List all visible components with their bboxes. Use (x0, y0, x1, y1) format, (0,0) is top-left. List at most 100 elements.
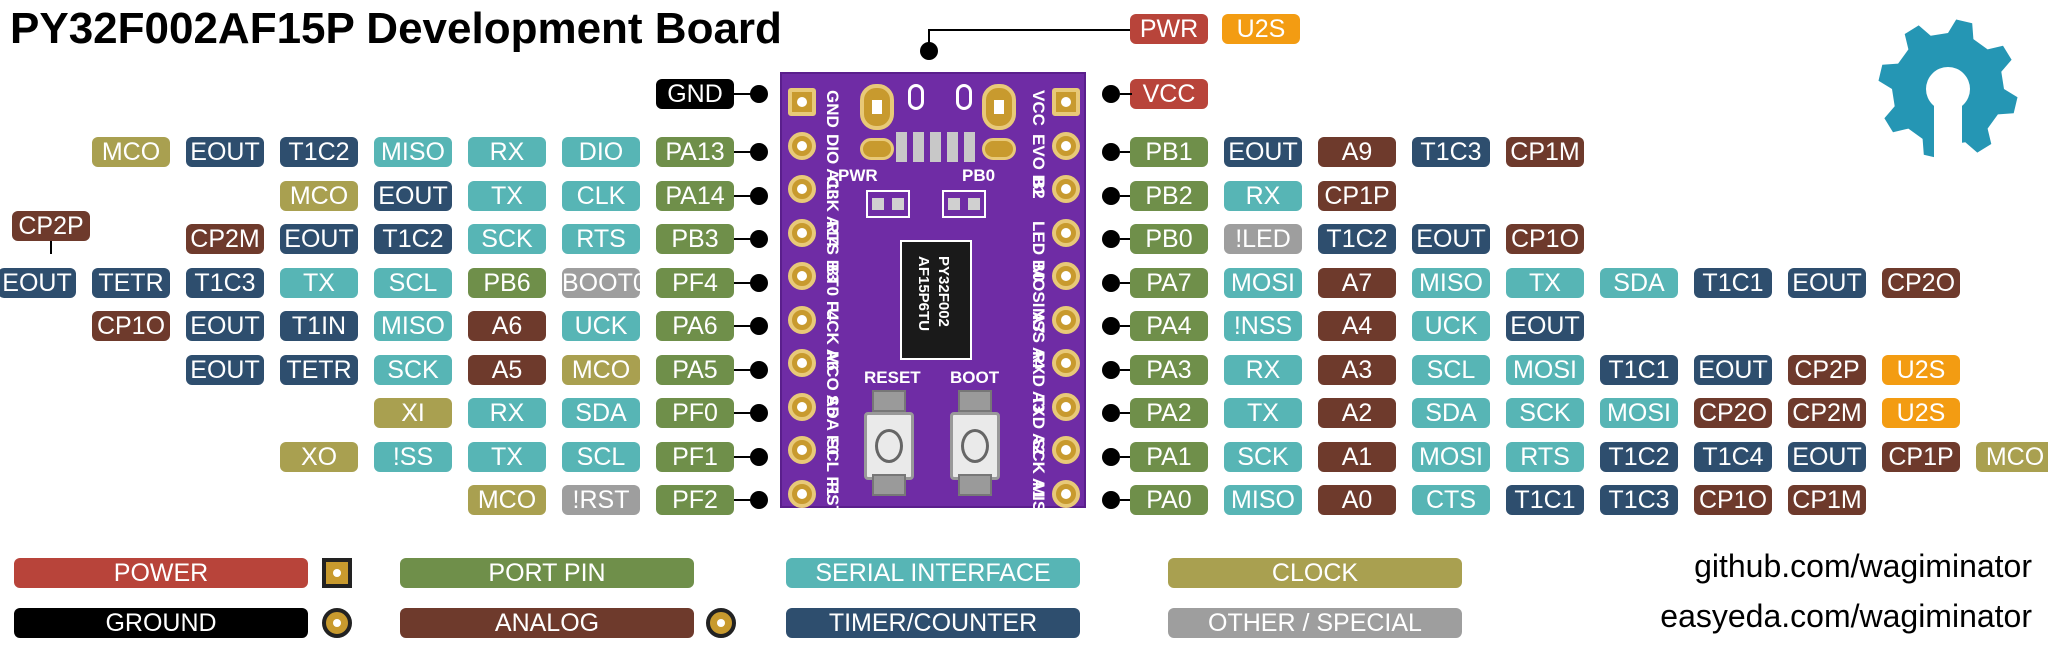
pin-label-a4: A4 (1318, 311, 1396, 341)
pin-label-mco: MCO (280, 180, 358, 211)
legend-timer-counter: TIMER/COUNTER (786, 608, 1080, 638)
pin-label-mosi: MOSI (1224, 267, 1302, 298)
legend-analog: ANALOG (400, 608, 694, 638)
pin-label-clk: CLK (562, 180, 640, 211)
silk-pb0: PB0 (962, 166, 996, 185)
right-dot-4 (1102, 317, 1120, 335)
pin-label-scl: SCL (374, 267, 452, 298)
pin-label-cp2p: CP2P (12, 211, 90, 241)
pin-label-pa6: PA6 (656, 311, 734, 341)
legend-power: POWER (14, 558, 308, 588)
pin-label-eout: EOUT (1788, 267, 1866, 298)
right-dot-7 (1102, 447, 1120, 466)
left-pin-pad-7 (788, 392, 816, 421)
usb-oval-pad-right (982, 138, 1016, 160)
pin-label-tx: TX (468, 441, 546, 472)
right-pin-pad-3 (1052, 218, 1080, 247)
pin-label-pa2: PA2 (1130, 398, 1208, 428)
pin-label-eout: EOUT (186, 137, 264, 167)
pin-label-cp2m: CP2M (1788, 398, 1866, 428)
pin-label-t1c1: T1C1 (1506, 485, 1584, 515)
pin-label-cp1o: CP1O (1506, 224, 1584, 254)
easyeda-link[interactable]: easyeda.com/wagiminator (1660, 598, 2032, 634)
pin-label-rts: RTS (562, 224, 640, 254)
left-dot-2 (750, 230, 768, 248)
gear-notch (1934, 99, 1962, 164)
pin-label-miso: MISO (1412, 267, 1490, 298)
pin-label-xo: XO (280, 441, 358, 472)
right-leader-7 (1120, 455, 1132, 458)
reset-button[interactable] (864, 412, 914, 480)
pin-label-pb0: PB0 (1130, 224, 1208, 254)
right-dot-0 (1102, 143, 1120, 161)
pin-label-pa0: PA0 (1130, 485, 1208, 515)
pin-label-pa14: PA14 (656, 180, 734, 211)
right-pin-pad-7 (1052, 392, 1080, 421)
pin-label-a7: A7 (1318, 267, 1396, 298)
pin-label-eout: EOUT (374, 180, 452, 211)
right-pin-pad-5 (1052, 305, 1080, 334)
left-leader-2 (734, 238, 754, 240)
left-pin-pad-4 (788, 262, 816, 290)
right-leader-4 (1120, 325, 1132, 327)
silk-left-9: RST F2 (823, 481, 842, 541)
pin-label-pf2: PF2 (656, 485, 734, 515)
pin-label-pa13: PA13 (656, 137, 734, 167)
right-dot-3 (1102, 273, 1120, 292)
right-pin-pad-4 (1052, 262, 1080, 290)
cp2p-connector (50, 241, 52, 254)
pin-label-tx: TX (280, 267, 358, 298)
left-pin-pad-1 (788, 131, 816, 160)
left-dot-0 (750, 143, 768, 161)
pin-label-cp1o: CP1O (92, 311, 170, 341)
reset-button-pad-top (872, 390, 906, 412)
right-dot-6 (1102, 404, 1120, 422)
pin-label-cp2m: CP2M (186, 224, 264, 254)
pin-label-miso: MISO (374, 137, 452, 167)
pin-label-dio: DIO (562, 137, 640, 167)
usb-connector (852, 74, 1018, 162)
pin-label-cp1p: CP1P (1882, 441, 1960, 472)
usb-shield-pad-right (982, 84, 1016, 130)
left-leader-7 (734, 455, 754, 458)
boot-button-pad-bottom (958, 474, 992, 496)
github-link[interactable]: github.com/wagiminator (1694, 548, 2032, 584)
pin-label-miso: MISO (1224, 485, 1302, 515)
pin-label-t1c1: T1C1 (1600, 354, 1678, 385)
pin-label-eout: EOUT (1788, 441, 1866, 472)
left-leader-1 (734, 194, 754, 197)
pin-label-sck: SCK (374, 354, 452, 385)
pin-label-a1: A1 (1318, 441, 1396, 472)
silk-right-2: B2 (1029, 177, 1048, 199)
right-leader-1 (1120, 194, 1132, 197)
pin-label-tetr: TETR (280, 354, 358, 385)
pin-label-rx: RX (1224, 180, 1302, 211)
pin-label-pb2: PB2 (1130, 180, 1208, 211)
pin-label-rx: RX (1224, 354, 1302, 385)
pin-label-t1c2: T1C2 (280, 137, 358, 167)
pin-label-a6: A6 (468, 311, 546, 341)
usb-hole-right (956, 84, 972, 110)
gnd-dot (750, 85, 768, 103)
boot-button[interactable] (950, 412, 1000, 480)
pin-label-pa5: PA5 (656, 354, 734, 385)
pin-label-sck: SCK (1224, 441, 1302, 472)
legend-pad-icon-2 (706, 608, 736, 638)
pin-label-a9: A9 (1318, 137, 1396, 167)
right-leader-6 (1120, 412, 1132, 414)
right-dot-8 (1102, 491, 1120, 509)
pin-label-a0: A0 (1318, 485, 1396, 515)
left-dot-1 (750, 186, 768, 205)
pin-label-t1in: T1IN (280, 311, 358, 341)
left-pin-pad-0 (788, 88, 816, 116)
pin-label-pa1: PA1 (1130, 441, 1208, 472)
right-leader-8 (1120, 499, 1132, 501)
left-pin-pad-2 (788, 175, 816, 203)
left-dot-5 (750, 360, 768, 379)
usb-pins (896, 132, 976, 162)
pin-label-pf0: PF0 (656, 398, 734, 428)
pin-label-nss: !NSS (1224, 311, 1302, 341)
legend-serial-interface: SERIAL INTERFACE (786, 558, 1080, 588)
pin-label-cts: CTS (1412, 485, 1490, 515)
legend-clock: CLOCK (1168, 558, 1462, 588)
